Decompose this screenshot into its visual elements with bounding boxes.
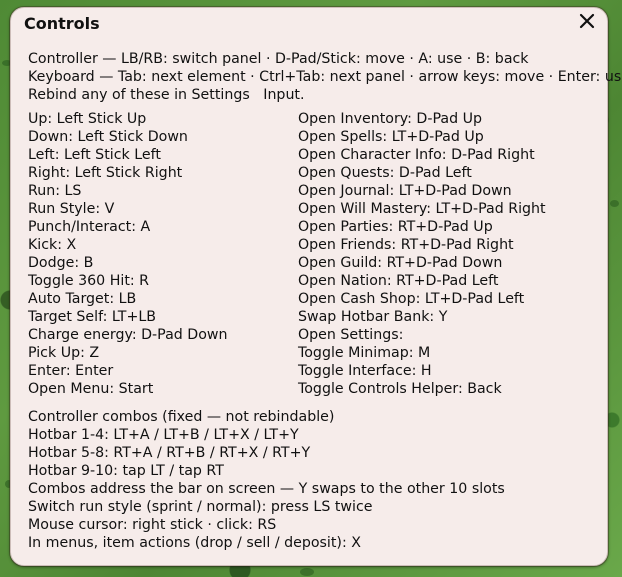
binding-row[interactable]: Toggle Minimap: M — [298, 345, 431, 361]
binding-row[interactable]: Pick Up: Z — [28, 345, 100, 361]
combo-line: Mouse cursor: right stick · click: RS — [28, 517, 277, 533]
binding-row[interactable]: Auto Target: LB — [28, 291, 137, 307]
binding-row[interactable]: Swap Hotbar Bank: Y — [298, 309, 448, 325]
binding-row[interactable]: Open Will Mastery: LT+D-Pad Right — [298, 201, 546, 217]
binding-row[interactable]: Open Cash Shop: LT+D-Pad Left — [298, 291, 525, 307]
binding-row[interactable]: Open Settings: — [298, 327, 404, 343]
binding-row[interactable]: Enter: Enter — [28, 363, 114, 379]
combo-line: Hotbar 9-10: tap LT / tap RT — [28, 463, 224, 479]
intro-line: Keyboard — Tab: next element · Ctrl+Tab:… — [28, 69, 622, 85]
grass-speck — [2, 60, 12, 66]
binding-row[interactable]: Up: Left Stick Up — [28, 111, 147, 127]
intro-line: Controller — LB/RB: switch panel · D-Pad… — [28, 51, 529, 67]
binding-row[interactable]: Open Friends: RT+D-Pad Right — [298, 237, 514, 253]
combo-line: Controller combos (fixed — not rebindabl… — [28, 409, 335, 425]
combo-line: Hotbar 1-4: LT+A / LT+B / LT+X / LT+Y — [28, 427, 299, 443]
binding-row[interactable]: Toggle Interface: H — [298, 363, 432, 379]
binding-row[interactable]: Left: Left Stick Left — [28, 147, 161, 163]
binding-row[interactable]: Open Guild: RT+D-Pad Down — [298, 255, 503, 271]
binding-row[interactable]: Dodge: B — [28, 255, 94, 271]
grass-speck — [300, 568, 314, 576]
controls-dialog: Controls Controller — LB/RB: switch pane… — [10, 7, 622, 566]
binding-row[interactable]: Kick: X — [28, 237, 77, 253]
intro-line: Rebind any of these in Settings Input. — [28, 87, 305, 103]
grass-speck — [5, 480, 13, 488]
combo-line: Combos address the bar on screen — Y swa… — [28, 481, 505, 497]
binding-row[interactable]: Open Parties: RT+D-Pad Up — [298, 219, 493, 235]
binding-row[interactable]: Run Style: V — [28, 201, 115, 217]
binding-row[interactable]: Toggle Controls Helper: Back — [298, 381, 502, 397]
binding-row[interactable]: Open Quests: D-Pad Left — [298, 165, 472, 181]
dialog-title: Controls — [24, 14, 100, 33]
binding-row[interactable]: Right: Left Stick Right — [28, 165, 183, 181]
combo-line: In menus, item actions (drop / sell / de… — [28, 535, 361, 551]
binding-row[interactable]: Open Character Info: D-Pad Right — [298, 147, 535, 163]
binding-row[interactable]: Open Spells: LT+D-Pad Up — [298, 129, 484, 145]
binding-row[interactable]: Charge energy: D-Pad Down — [28, 327, 228, 343]
combo-line: Switch run style (sprint / normal): pres… — [28, 499, 373, 515]
binding-row[interactable]: Target Self: LT+LB — [28, 309, 156, 325]
binding-row[interactable]: Down: Left Stick Down — [28, 129, 188, 145]
close-button[interactable] — [576, 10, 598, 32]
grass-speck — [610, 200, 619, 207]
binding-row[interactable]: Open Nation: RT+D-Pad Left — [298, 273, 499, 289]
binding-row[interactable]: Open Inventory: D-Pad Up — [298, 111, 482, 127]
binding-row[interactable]: Run: LS — [28, 183, 82, 199]
binding-row[interactable]: Open Menu: Start — [28, 381, 154, 397]
binding-row[interactable]: Toggle 360 Hit: R — [28, 273, 150, 289]
close-icon — [579, 13, 595, 29]
binding-row[interactable]: Punch/Interact: A — [28, 219, 151, 235]
binding-row[interactable]: Open Journal: LT+D-Pad Down — [298, 183, 512, 199]
combo-line: Hotbar 5-8: RT+A / RT+B / RT+X / RT+Y — [28, 445, 311, 461]
